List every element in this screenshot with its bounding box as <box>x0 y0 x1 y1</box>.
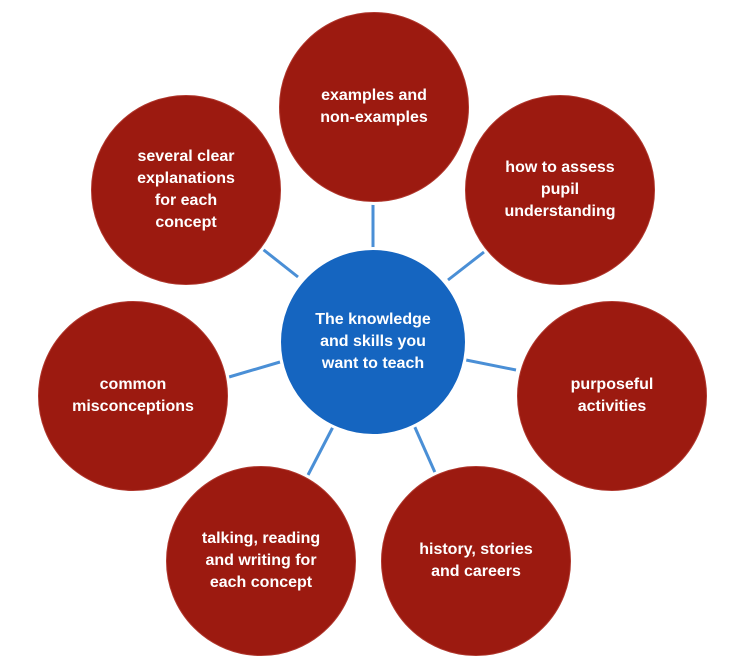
node-examples-and-non-examples: examples and non-examples <box>276 9 472 205</box>
connector-talking <box>306 422 337 476</box>
connector-misconceptions <box>228 360 281 379</box>
node-history-stories-careers: history, stories and careers <box>378 463 574 659</box>
node-history-label: history, stories and careers <box>419 541 533 580</box>
connector-assess <box>447 250 485 282</box>
center-node: The knowledge and skills you want to tea… <box>278 247 468 437</box>
node-talking-label: talking, reading and writing for each co… <box>201 530 321 591</box>
node-misconceptions-label: common misconceptions <box>72 376 194 415</box>
node-common-misconceptions: common misconceptions <box>35 298 231 494</box>
connector-purposeful <box>465 358 517 372</box>
center-node-label: The knowledge and skills you want to tea… <box>315 311 431 372</box>
node-how-to-assess: how to assess pupil understanding <box>462 92 658 288</box>
node-purposeful-activities: purposeful activities <box>514 298 710 494</box>
connector-explanations <box>259 245 299 279</box>
node-clear-explanations: several clear explanations for each conc… <box>88 92 284 288</box>
node-explanations-label: several clear explanations for each conc… <box>137 148 235 231</box>
node-examples-label: examples and non-examples <box>320 87 428 126</box>
node-talking-reading-writing: talking, reading and writing for each co… <box>163 463 359 659</box>
node-assess-label: how to assess pupil understanding <box>504 159 616 220</box>
connector-history <box>411 422 439 478</box>
node-purposeful-label: purposeful activities <box>570 376 654 415</box>
